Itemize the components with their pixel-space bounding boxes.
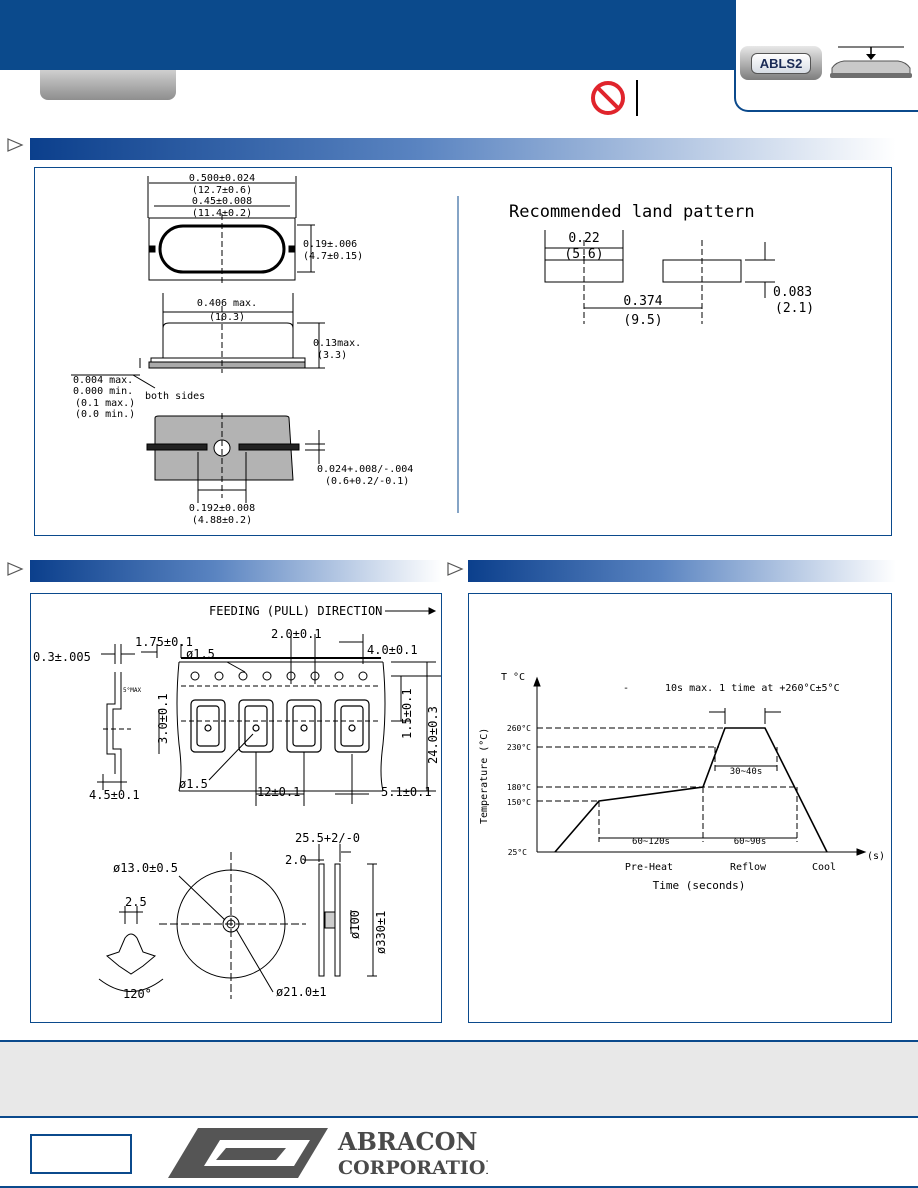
land-pad-spacing-mm: (9.5) (623, 313, 662, 328)
zone-preheat: Pre-Heat (625, 862, 673, 873)
tape-angle: 5°MAX (123, 687, 141, 694)
tape-thickness: 0.3±.005 (33, 650, 91, 664)
tape-edge: 1.75±0.1 (135, 635, 193, 649)
dim-length-inner-mm: (11.4±0.2) (192, 208, 252, 219)
temp-label-150: 150°C (507, 798, 531, 807)
crystal-package-icon (830, 46, 912, 78)
dim-lead-pitch-mm: (4.88±0.2) (192, 515, 252, 526)
dim-width: 0.19±.006 (303, 239, 357, 250)
dim-length-inner: 0.45±0.008 (192, 196, 252, 207)
tape-pocket-width: 1.5±0.1 (400, 688, 414, 739)
logo-company-2: CORPORATION (338, 1157, 488, 1179)
tape-feeding: FEEDING (PULL) DIRECTION (209, 604, 382, 618)
reflow-panel: T °C Temperature (°C) Time (seconds) (s)… (468, 593, 892, 1023)
reflow-dash: - (623, 683, 629, 694)
reel-hub-hole: ø13.0±0.5 (113, 861, 178, 875)
tape-pocket-hole: ø1.5 (179, 777, 208, 791)
tape-pocket-pitch: 12±0.1 (257, 785, 300, 799)
tape-width: 24.0±0.3 (426, 706, 440, 764)
part-number: ABLS2 (750, 52, 812, 74)
reel-key: 2.5 (125, 895, 147, 909)
dim-lead-width-mm: (0.6+0.2/-0.1) (325, 476, 409, 487)
land-pad-width: 0.083 (773, 285, 812, 300)
dim-lead-pitch: 0.192±0.008 (189, 503, 255, 514)
tape-hole-dia: ø1.5 (186, 647, 215, 661)
dim-standoff-2: 0.000 min. (73, 386, 133, 397)
mechanical-drawing: 0.500±0.024 (12.7±0.6) 0.45±0.008 (11.4±… (71, 173, 814, 526)
part-number-badge: ABLS2 (740, 46, 822, 80)
header-tab (40, 70, 176, 100)
reel-angle: 120° (123, 987, 152, 1001)
section-arrow-icon (447, 562, 464, 576)
reel-flange: 2.0 (285, 853, 307, 867)
dim-lead-width: 0.024+.008/-.004 (317, 464, 413, 475)
reflow-profile-line (554, 727, 828, 853)
reel-hub: ø100 (348, 910, 362, 939)
reflow-axis-title-y: Temperature (°C) (479, 728, 490, 824)
reflow-reflow-time: 60~90s (734, 837, 767, 847)
reflow-peak-note: 10s max. 1 time at +260°C±5°C (665, 683, 840, 694)
separator (636, 80, 638, 116)
temp-label-25: 25°C (508, 848, 527, 857)
dim-length-max-mm: (10.3) (209, 312, 245, 323)
reflow-y-label: T °C (501, 672, 525, 683)
footer-band (0, 1040, 918, 1118)
tape-pocket-depth: 3.0±0.1 (156, 693, 170, 744)
land-pad-length: 0.22 (568, 231, 599, 246)
reflow-preheat-time: 60~120s (632, 837, 670, 847)
temp-label-180: 180°C (507, 783, 531, 792)
dim-length-outer: 0.500±0.024 (189, 173, 255, 184)
zone-cool: Cool (812, 862, 836, 873)
footer-box (30, 1134, 132, 1174)
tape-hole-pitch: 2.0±0.1 (271, 627, 322, 641)
reflow-x-unit: (s) (867, 851, 885, 862)
tape-bottom-width: 4.5±0.1 (89, 788, 140, 802)
footer-line (0, 1186, 918, 1188)
dim-standoff-4: (0.0 min.) (75, 409, 135, 420)
reflow-profile-chart: T °C Temperature (°C) Time (seconds) (s)… (479, 672, 885, 892)
section-arrow-icon (7, 138, 24, 152)
tape-sprocket-pitch: 4.0±0.1 (367, 643, 418, 657)
land-pad-length-mm: (5.6) (564, 247, 603, 262)
dim-length-max: 0.406 max. (197, 298, 257, 309)
dimensions-panel: 0.500±0.024 (12.7±0.6) 0.45±0.008 (11.4±… (34, 167, 892, 536)
land-pad-width-mm: (2.1) (775, 301, 814, 316)
dim-standoff-1: 0.004 max. (73, 375, 133, 386)
reel-width: 25.5+2/-0 (295, 831, 360, 845)
section-bar-dimensions (30, 138, 896, 160)
dim-width-mm: (4.7±0.15) (303, 251, 363, 262)
section-bar-tape-reel (30, 560, 442, 582)
dim-standoff-3: (0.1 max.) (75, 398, 135, 409)
dim-height-max: 0.13max. (313, 338, 361, 349)
no-lead-icon (591, 81, 625, 115)
temp-label-260: 260°C (507, 724, 531, 733)
dim-height-max-mm: (3.3) (317, 350, 347, 361)
zone-reflow: Reflow (730, 862, 767, 873)
reel-arbor: ø21.0±1 (276, 985, 327, 999)
land-pad-spacing: 0.374 (623, 294, 662, 309)
dim-both-sides: both sides (145, 391, 205, 402)
tape-pocket-offset: 5.1±0.1 (381, 785, 432, 799)
land-pattern-title: Recommended land pattern (509, 202, 755, 222)
logo-company-1: ABRACON (337, 1127, 477, 1156)
section-bar-reflow (468, 560, 896, 582)
tape-reel-drawing: FEEDING (PULL) DIRECTION 0.3±.005 1.75±0… (33, 604, 441, 1001)
reflow-time-above-230: 30~40s (730, 767, 763, 777)
section-arrow-icon (7, 562, 24, 576)
tape-reel-panel: FEEDING (PULL) DIRECTION 0.3±.005 1.75±0… (30, 593, 442, 1023)
dim-length-outer-mm: (12.7±0.6) (192, 185, 252, 196)
abracon-logo: ABRACON CORPORATION (168, 1127, 488, 1179)
reel-dia: ø330±1 (374, 911, 388, 954)
temp-label-230: 230°C (507, 743, 531, 752)
reflow-axis-title-x: Time (seconds) (653, 879, 746, 892)
